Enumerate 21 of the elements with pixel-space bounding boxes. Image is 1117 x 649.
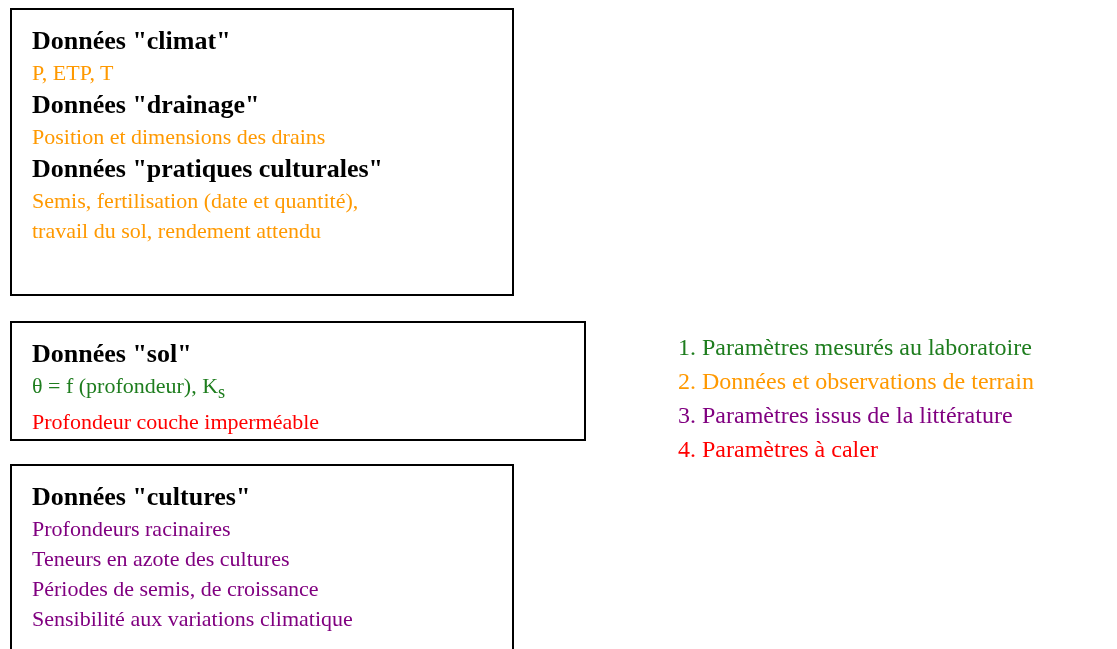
parameter-text: P, ETP, T [32,59,114,87]
parameter-text: Périodes de semis, de croissance [32,575,319,603]
legend-entry: 2. Données et observations de terrain [678,367,1034,396]
parameter-text: Profondeurs racinaires [32,515,231,543]
parameter-text: Position et dimensions des drains [32,123,326,151]
data-box [10,8,514,296]
box-heading: Données "cultures" [32,481,251,513]
data-box [10,321,586,441]
parameter-text: Teneurs en azote des cultures [32,545,290,573]
parameter-text: θ = f (profondeur), K$_{s}$ [32,372,226,405]
parameter-text: Profondeur couche imperméable [32,408,320,437]
parameter-text: Sensibilité aux variations climatique [32,605,353,633]
box-heading: Données "sol" [32,338,192,370]
legend-entry: 4. Paramètres à caler [678,435,878,464]
parameter-text: Semis, fertilisation (date et quantité), travail du sol, rendement attendu [32,187,360,245]
legend-entry: 1. Paramètres mesurés au laboratoire [678,333,1032,362]
box-heading: Données "pratiques culturales" [32,153,383,185]
data-box [10,464,514,649]
legend-entry: 3. Paramètres issus de la littérature [678,401,1013,430]
box-heading: Données "drainage" [32,89,260,121]
box-heading: Données "climat" [32,25,231,57]
